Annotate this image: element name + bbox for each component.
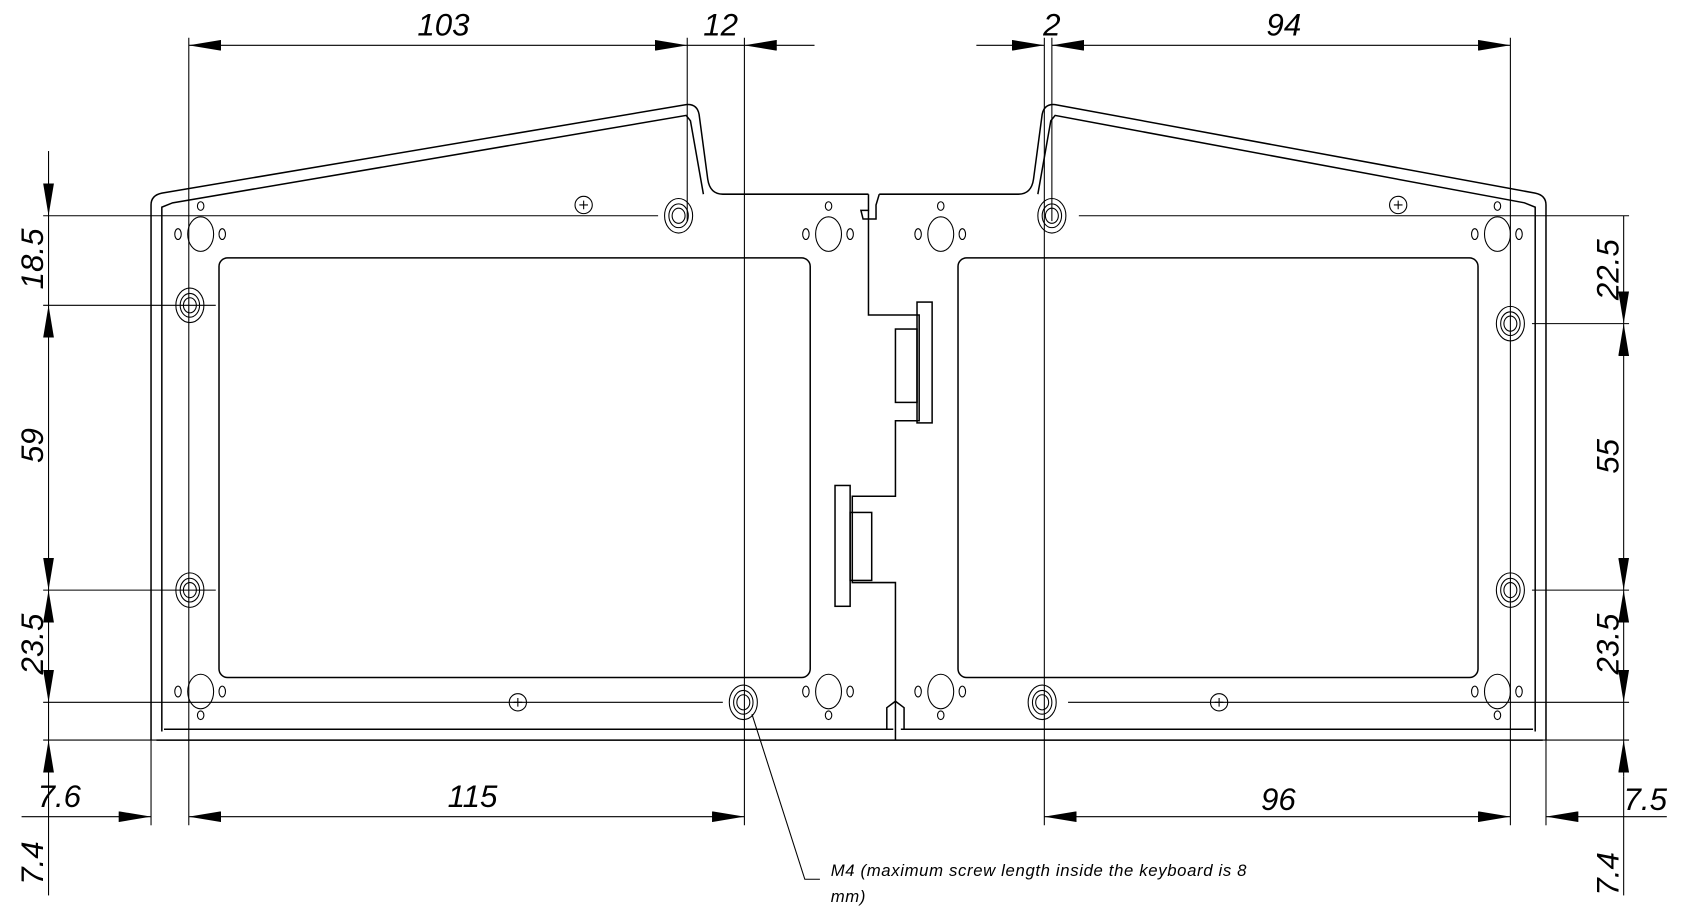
pin-hole (1471, 228, 1479, 241)
dim-bottom-7-6: 7.6 (38, 779, 82, 814)
pin-hole (1493, 201, 1502, 211)
insert-hole (671, 207, 686, 224)
pin-hole (936, 710, 945, 721)
pin-hole (196, 710, 205, 721)
pin-hole (1471, 685, 1479, 698)
pin-hole (914, 685, 922, 698)
insert-hole (1035, 694, 1050, 711)
insert-ring (668, 203, 689, 229)
standoff-icon (914, 201, 967, 252)
pin-hole (218, 228, 227, 241)
standoff-icon (1471, 673, 1523, 721)
dim-bottom-7-5: 7.5 (1624, 782, 1668, 817)
standoff-icon (174, 201, 227, 252)
phillips-screw-icon (574, 195, 593, 215)
dim-top-2: 2 (1042, 8, 1060, 43)
screw-head (574, 195, 593, 215)
dim-right-22-5: 22.5 (1590, 239, 1625, 301)
pin-hole (174, 228, 182, 241)
pin-hole (846, 685, 854, 698)
left-panel-cutout (218, 257, 811, 679)
dim-right-7-4: 7.4 (1590, 852, 1625, 895)
dim-top-103: 103 (417, 8, 470, 43)
standoff-icon (802, 673, 854, 721)
dim-right-23-5: 23.5 (1590, 613, 1625, 675)
pin-hole (802, 685, 810, 698)
insert-outer-ring (728, 684, 758, 721)
dim-left-23-5: 23.5 (15, 613, 50, 675)
standoff-oval (187, 673, 215, 710)
keyboard-left-half (150, 103, 896, 741)
pin-hole (914, 228, 922, 241)
pin-hole (824, 201, 833, 211)
screw-head (1389, 195, 1408, 215)
pin-hole (1515, 228, 1523, 241)
dim-right-55: 55 (1590, 438, 1625, 473)
insert-ring (733, 689, 754, 715)
phillips-screw-icon (1389, 195, 1408, 215)
screw-cross (1393, 200, 1403, 210)
pin-hole (1515, 685, 1523, 698)
keyboard-right-half (879, 103, 1547, 741)
standoff-oval (1483, 673, 1511, 710)
insert-hole (736, 694, 751, 711)
center-hinge (834, 193, 933, 741)
pin-hole (1493, 710, 1502, 721)
annotation-line-1: M4 (maximum screw length inside the keyb… (831, 861, 1247, 880)
standoff-oval (187, 216, 215, 252)
pin-hole (174, 685, 182, 698)
pin-hole (802, 228, 810, 241)
pin-hole (824, 710, 833, 721)
dim-left-59: 59 (15, 428, 50, 463)
standoff-oval (927, 216, 955, 252)
screw-cross (579, 200, 588, 210)
standoff-oval (927, 673, 955, 710)
standoff-oval (815, 216, 843, 252)
dim-top-94: 94 (1266, 8, 1301, 43)
dim-left-18-5: 18.5 (15, 228, 50, 289)
threaded-insert-icon (728, 684, 758, 721)
annotation-leader-line (751, 714, 820, 880)
insert-outer-ring (664, 197, 694, 234)
insert-ring (1031, 689, 1053, 715)
pin-hole (846, 228, 854, 241)
dim-bottom-96: 96 (1261, 782, 1296, 817)
pin-hole (958, 228, 967, 241)
threaded-insert-icon (1027, 684, 1057, 721)
standoff-oval (1483, 216, 1511, 252)
dim-left-7-4: 7.4 (15, 841, 50, 884)
threaded-insert-icon (664, 197, 694, 234)
standoff-icon (1471, 201, 1523, 252)
annotation-line-2: mm) (831, 887, 866, 906)
right-panel-cutout (957, 257, 1479, 679)
insert-outer-ring (1027, 684, 1057, 721)
pin-hole (958, 685, 967, 698)
standoff-icon (802, 201, 854, 252)
pin-hole (196, 201, 205, 211)
pin-hole (218, 685, 227, 698)
dim-bottom-115: 115 (448, 779, 498, 814)
pin-hole (936, 201, 945, 211)
standoff-oval (815, 673, 843, 710)
dim-top-12: 12 (703, 8, 738, 43)
standoff-icon (174, 673, 227, 721)
standoff-icon (914, 673, 967, 721)
